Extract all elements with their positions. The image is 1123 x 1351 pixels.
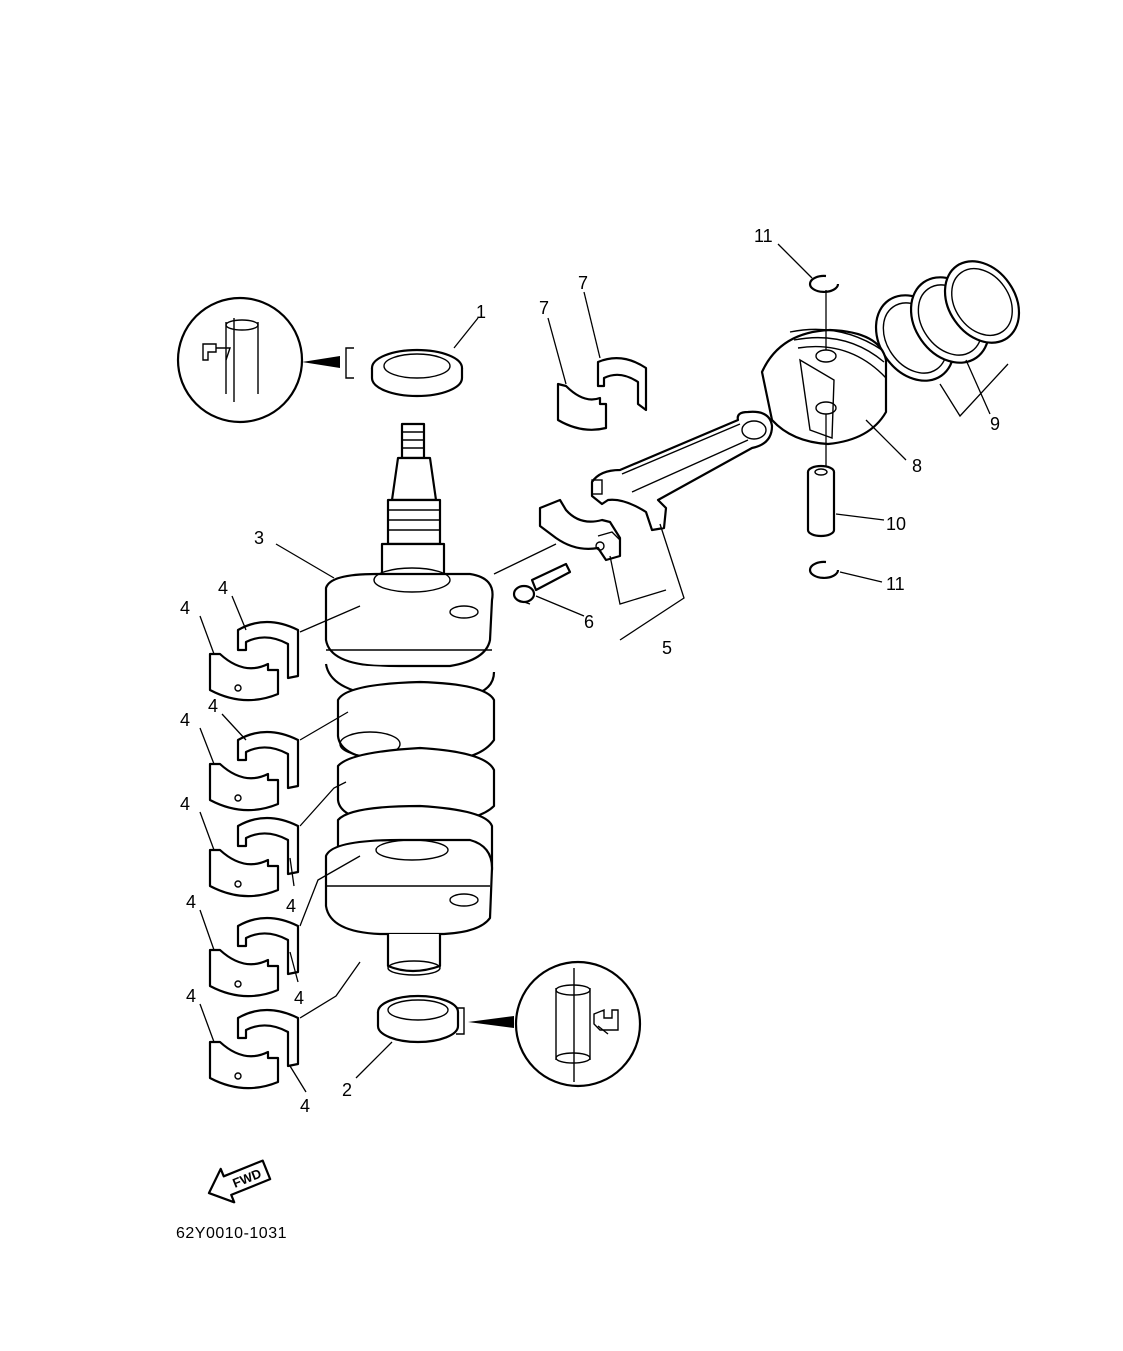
callout-main-bearing-10: 4 xyxy=(300,1096,310,1116)
piston-ring-set xyxy=(874,260,1021,382)
callout-main-bearing-2: 4 xyxy=(180,598,190,618)
callout-circlip-top: 11 xyxy=(754,226,773,246)
callout-connecting-rod: 5 xyxy=(662,638,672,658)
main-bearing-pair-5 xyxy=(208,1008,300,1090)
main-bearing-pair-2 xyxy=(208,730,300,812)
callout-main-bearing-3: 4 xyxy=(208,696,218,716)
callout-rod-bearing-b: 7 xyxy=(539,298,549,318)
callout-main-bearing-1: 4 xyxy=(218,578,228,598)
grease-apply-icon xyxy=(202,343,231,361)
crankshaft xyxy=(324,422,496,976)
rod-bearing-upper xyxy=(596,357,648,412)
main-bearing-set xyxy=(208,620,300,1090)
connecting-rod-cap xyxy=(538,498,622,562)
main-bearing-pair-3 xyxy=(208,816,300,898)
callout-main-bearing-7: 4 xyxy=(186,892,196,912)
callout-piston: 8 xyxy=(912,456,922,476)
callout-rod-bolt: 6 xyxy=(584,612,594,632)
rod-bolt xyxy=(512,562,572,605)
callout-oil-seal-top: 1 xyxy=(476,302,486,322)
oil-seal-top xyxy=(370,348,464,398)
callout-oil-seal-bottom: 2 xyxy=(342,1080,352,1100)
callout-piston-rings: 9 xyxy=(990,414,1000,434)
seal-detail-inset-top xyxy=(176,296,354,424)
callout-main-bearing-8: 4 xyxy=(294,988,304,1008)
circlip-top xyxy=(808,274,840,294)
callout-circlip-bottom: 11 xyxy=(886,574,905,594)
circlip-bottom xyxy=(808,560,840,580)
connecting-rod xyxy=(590,410,774,532)
callout-main-bearing-6: 4 xyxy=(286,896,296,916)
callout-main-bearing-4: 4 xyxy=(180,710,190,730)
forward-arrow-icon: FWD xyxy=(207,1159,272,1204)
main-bearing-pair-4 xyxy=(208,916,300,998)
piston-pin xyxy=(806,464,836,538)
callout-rod-bearing-a: 7 xyxy=(578,273,588,293)
callout-main-bearing-9: 4 xyxy=(186,986,196,1006)
grease-apply-icon xyxy=(593,1008,619,1035)
main-bearing-pair-1 xyxy=(208,620,300,702)
rod-bearing-lower xyxy=(556,382,608,431)
piston xyxy=(760,328,888,446)
callout-crankshaft: 3 xyxy=(254,528,264,548)
callout-piston-pin: 10 xyxy=(886,514,906,534)
oil-seal-bottom xyxy=(376,994,460,1044)
seal-detail-inset-bottom xyxy=(456,960,642,1088)
diagram-code: 62Y0010-1031 xyxy=(176,1225,287,1242)
callout-main-bearing-5: 4 xyxy=(180,794,190,814)
